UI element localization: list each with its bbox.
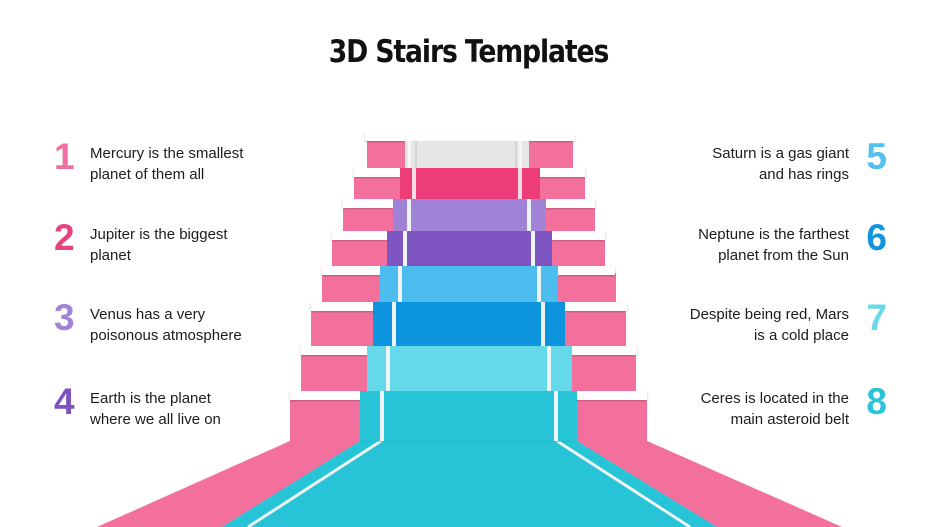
stair-step-6 (311, 302, 627, 346)
item-text-5: Saturn is a gas giant and has rings (712, 145, 849, 183)
stair-step-4 (332, 231, 605, 266)
item-text-1: Mercury is the smallest planet of them a… (90, 145, 244, 183)
item-text-6: Neptune is the farthest planet from the … (698, 226, 849, 264)
item-number-7: 7 (866, 297, 887, 338)
item-text-8: Ceres is located in the main asteroid be… (700, 390, 849, 428)
item-number-3: 3 (54, 297, 75, 338)
stairs-floor (97, 439, 842, 527)
item-text-7: Despite being red, Mars is a cold place (689, 306, 849, 344)
item-number-1: 1 (54, 136, 75, 177)
item-text-3: Venus has a very poisonous atmosphere (90, 306, 242, 344)
stair-step-7 (301, 346, 637, 391)
stair-step-1 (365, 133, 575, 168)
stair-step-2 (354, 168, 585, 199)
item-text-4: Earth is the planet where we all live on (90, 390, 221, 428)
stair-step-8 (290, 391, 647, 441)
item-number-2: 2 (54, 217, 75, 258)
stair-step-5 (322, 266, 616, 302)
stair-step-3 (343, 199, 595, 231)
page-title: 3D Stairs Templates (328, 34, 610, 70)
item-number-5: 5 (866, 136, 887, 177)
item-text-2: Jupiter is the biggest planet (90, 226, 228, 264)
item-number-4: 4 (54, 381, 75, 422)
item-number-6: 6 (866, 217, 887, 258)
item-number-8: 8 (866, 381, 887, 422)
